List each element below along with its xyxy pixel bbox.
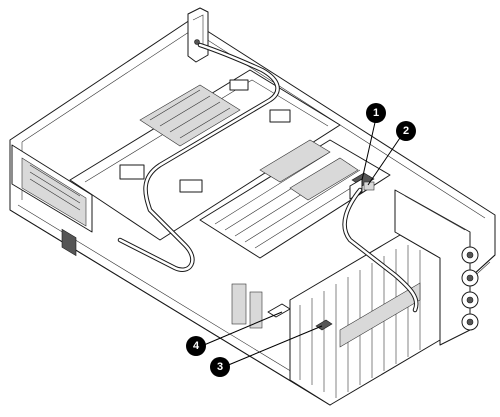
callout-3-label: 3 xyxy=(217,361,223,373)
callout-1-label: 1 xyxy=(373,107,379,119)
rear-io-bracket xyxy=(187,7,209,63)
callout-1: 1 xyxy=(366,103,386,123)
system-board xyxy=(69,69,341,241)
callout-2-label: 2 xyxy=(403,125,409,137)
callout-leaders xyxy=(203,117,405,367)
cable-right xyxy=(342,187,419,313)
callout-2: 2 xyxy=(396,121,416,141)
cable-connector-bottom xyxy=(231,283,333,331)
cable-connector-top xyxy=(349,172,375,200)
callout-3: 3 xyxy=(210,357,230,377)
front-panel-left xyxy=(11,144,93,257)
callout-4: 4 xyxy=(186,336,206,356)
callout-4-label: 4 xyxy=(193,340,200,352)
power-supply-bay xyxy=(394,189,479,346)
cable-long xyxy=(117,42,280,272)
